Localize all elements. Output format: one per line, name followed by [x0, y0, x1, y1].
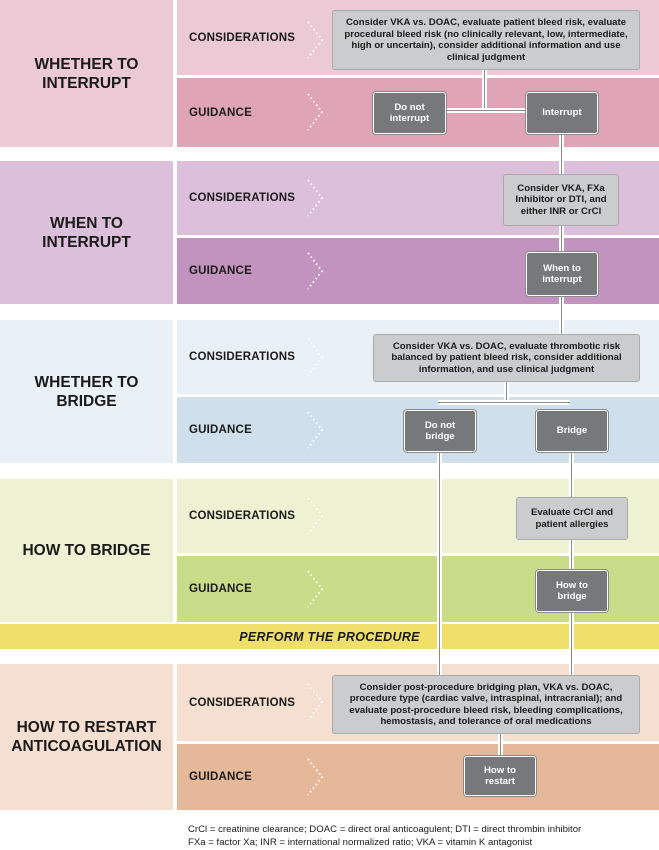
- chevron-arrow-icon: [307, 683, 324, 721]
- box-text: Do not bridge: [424, 419, 456, 443]
- guidance-label: GUIDANCE: [189, 583, 252, 595]
- when-to-interrupt-box: When to interrupt: [526, 252, 598, 296]
- connector-line: [561, 296, 562, 334]
- chevron-arrow-icon: [307, 338, 324, 376]
- do-not-interrupt-box: Do not interrupt: [373, 92, 446, 134]
- connector-line: [571, 450, 572, 498]
- box-text: Evaluate CrCl and patient allergies: [530, 507, 614, 530]
- whether-interrupt-considerations-box: Consider VKA vs. DOAC, evaluate patient …: [332, 10, 640, 70]
- box-text: Consider VKA vs. DOAC, evaluate patient …: [344, 17, 628, 63]
- interrupt-box: Interrupt: [526, 92, 598, 134]
- stage-whether-to-bridge: WHETHER TO BRIDGE: [0, 320, 173, 463]
- perform-procedure-label: PERFORM THE PROCEDURE: [239, 629, 420, 644]
- box-text: Interrupt: [542, 107, 582, 119]
- stage-how-to-bridge: HOW TO BRIDGE: [0, 479, 173, 622]
- stage-title: WHETHER TO INTERRUPT: [34, 55, 139, 92]
- connector-line: [506, 382, 507, 404]
- chevron-arrow-icon: [307, 411, 324, 449]
- guidance-label: GUIDANCE: [189, 424, 252, 436]
- considerations-label: CONSIDERATIONS: [189, 192, 296, 204]
- connector-line: [438, 402, 570, 403]
- connector-line: [561, 134, 562, 174]
- stage-whether-to-interrupt: WHETHER TO INTERRUPT: [0, 0, 173, 147]
- considerations-label: CONSIDERATIONS: [189, 351, 296, 363]
- stage-title: HOW TO BRIDGE: [22, 542, 151, 559]
- guidance-row: GUIDANCE: [177, 744, 659, 810]
- stage-title: WHEN TO INTERRUPT: [42, 214, 131, 251]
- chevron-arrow-icon: [307, 758, 324, 796]
- footnote-line: CrCl = creatinine clearance; DOAC = dire…: [188, 824, 582, 835]
- chevron-arrow-icon: [307, 252, 324, 290]
- box-text: Consider VKA vs. DOAC, evaluate thrombot…: [391, 340, 622, 375]
- connector-line: [439, 450, 440, 676]
- how-bridge-considerations-box: Evaluate CrCl and patient allergies: [516, 497, 628, 540]
- chevron-arrow-icon: [307, 21, 324, 59]
- stage-when-to-interrupt: WHEN TO INTERRUPT: [0, 161, 173, 304]
- how-to-restart-box: How to restart: [464, 756, 536, 796]
- box-text: Consider post-procedure bridging plan, V…: [349, 681, 623, 728]
- connector-line: [571, 540, 572, 570]
- connector-line: [571, 612, 572, 676]
- when-interrupt-considerations-box: Consider VKA, FXa Inhibitor or DTI, and …: [503, 174, 619, 226]
- considerations-label: CONSIDERATIONS: [189, 510, 296, 522]
- considerations-label: CONSIDERATIONS: [189, 31, 296, 44]
- connector-line: [484, 70, 485, 112]
- stage-title: WHETHER TO BRIDGE: [34, 373, 139, 410]
- restart-considerations-box: Consider post-procedure bridging plan, V…: [332, 675, 640, 734]
- box-text: When to interrupt: [542, 262, 582, 286]
- footnote: CrCl = creatinine clearance; DOAC = dire…: [188, 823, 658, 849]
- chevron-arrow-icon: [307, 93, 324, 131]
- guidance-label: GUIDANCE: [189, 106, 252, 119]
- how-to-bridge-box: How to bridge: [536, 570, 608, 612]
- whether-bridge-considerations-box: Consider VKA vs. DOAC, evaluate thrombot…: [373, 334, 640, 382]
- perform-procedure-bar: PERFORM THE PROCEDURE: [0, 624, 659, 649]
- guidance-label: GUIDANCE: [189, 265, 252, 277]
- chevron-arrow-icon: [307, 179, 324, 217]
- stage-title: HOW TO RESTART ANTICOAGULATION: [11, 719, 162, 755]
- do-not-bridge-box: Do not bridge: [404, 410, 476, 452]
- box-text: Consider VKA, FXa Inhibitor or DTI, and …: [515, 182, 607, 217]
- box-text: Do not interrupt: [389, 101, 430, 125]
- connector-line: [500, 734, 501, 758]
- box-text: Bridge: [556, 425, 588, 437]
- connector-line: [438, 110, 538, 111]
- connector-line: [561, 226, 562, 252]
- guidance-label: GUIDANCE: [189, 771, 252, 783]
- stage-how-to-restart: HOW TO RESTART ANTICOAGULATION: [0, 664, 173, 810]
- box-text: How to bridge: [556, 579, 588, 603]
- box-text: How to restart: [484, 764, 516, 788]
- bridge-box: Bridge: [536, 410, 608, 452]
- chevron-arrow-icon: [307, 497, 324, 535]
- considerations-label: CONSIDERATIONS: [189, 696, 296, 709]
- footnote-line: FXa = factor Xa; INR = international nor…: [188, 837, 533, 848]
- chevron-arrow-icon: [307, 570, 324, 608]
